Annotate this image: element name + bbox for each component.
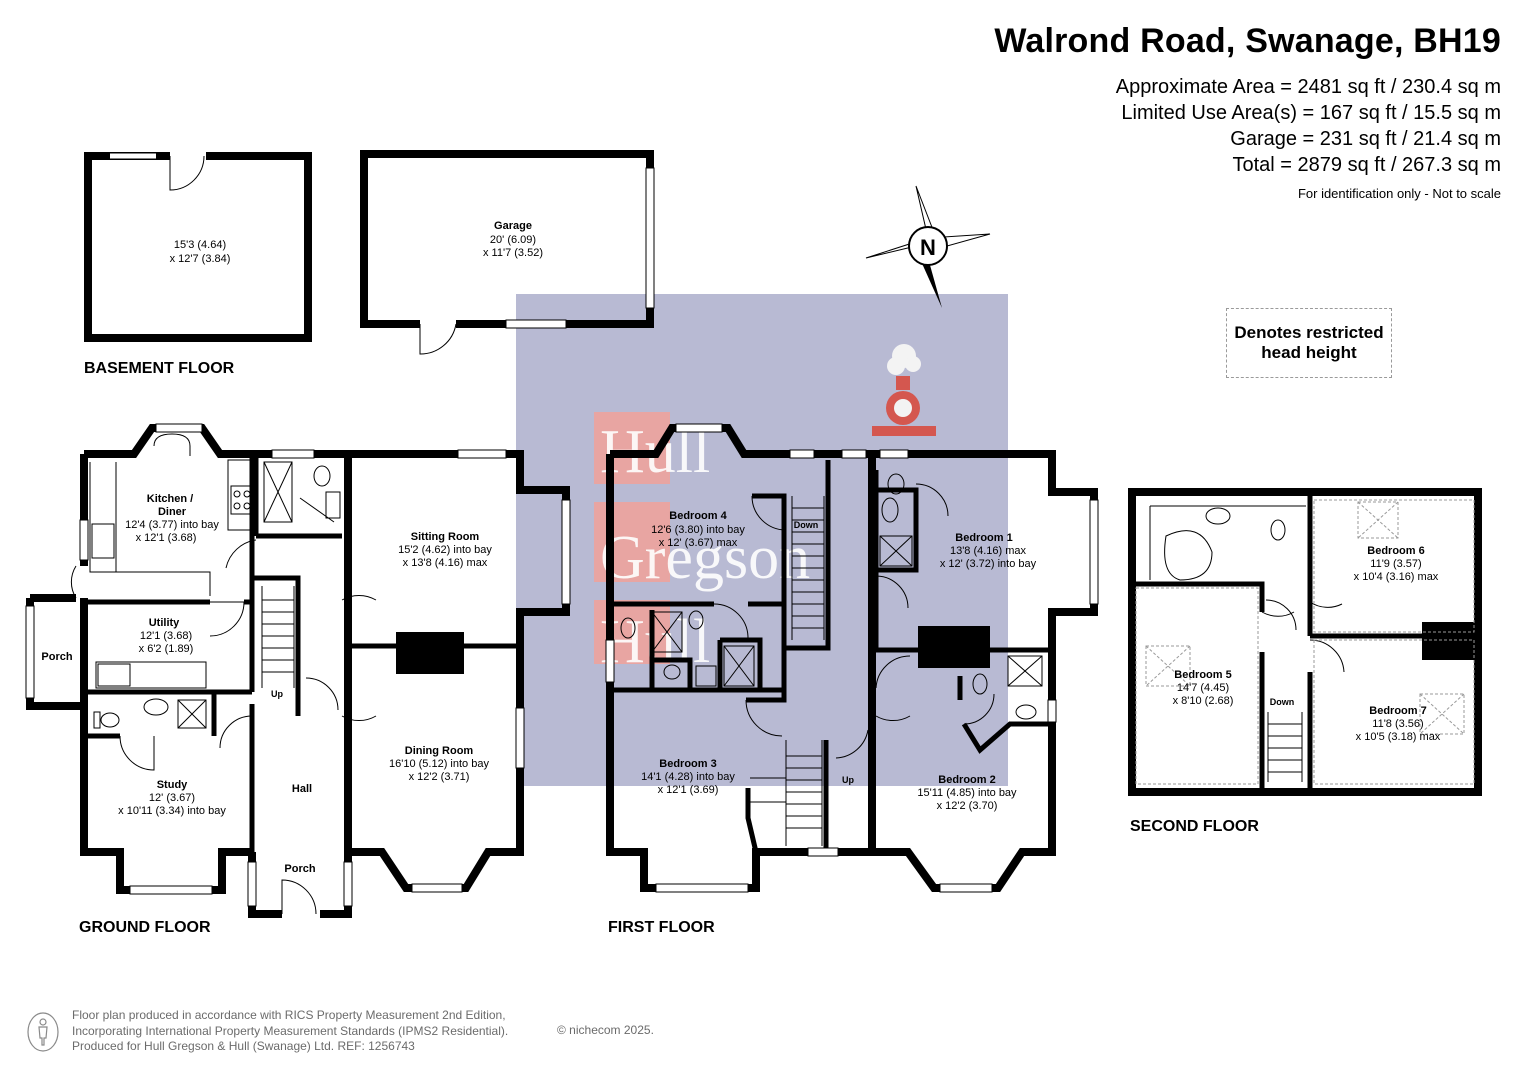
page-title: Walrond Road, Swanage, BH19 (994, 22, 1501, 60)
front-porch-label: Porch (284, 863, 315, 875)
person-icon (26, 1012, 60, 1057)
bedroom7-name: Bedroom 7 (1369, 705, 1426, 717)
garage-dim1: 20' (6.09) (490, 234, 536, 246)
ground-stairs-up: Up (271, 689, 283, 699)
first-stairs-down: Down (794, 520, 819, 530)
kitchen-fixtures (89, 433, 341, 729)
footer-line1: Floor plan produced in accordance with R… (72, 1008, 506, 1022)
bedroom7-dim1: 11'8 (3.56) (1372, 718, 1423, 730)
first-windows (605, 423, 1099, 893)
kitchen-name2: Diner (158, 506, 187, 518)
bedroom3-dim2: x 12'1 (3.69) (658, 784, 719, 796)
total-area: Total = 2879 sq ft / 267.3 sq m (1232, 154, 1502, 176)
study-name: Study (157, 779, 188, 791)
second-chimney (1422, 622, 1476, 660)
first-floor-fixtures (620, 473, 1043, 846)
first-doors (713, 483, 995, 759)
identification-note: For identification only - Not to scale (1297, 186, 1501, 201)
watermark-word-2: Gregson (600, 524, 810, 592)
sitting-room-name: Sitting Room (411, 531, 480, 543)
watermark-word-3: Hull (600, 608, 710, 676)
ground-windows (25, 423, 571, 907)
copyright: © nichecom 2025. (557, 1023, 654, 1037)
second-floor-fixtures (1149, 505, 1345, 782)
utility-dim2: x 6'2 (1.89) (139, 643, 194, 655)
first-chimney (918, 626, 990, 668)
ground-doors (70, 497, 377, 915)
bedroom6-dim2: x 10'4 (3.16) max (1354, 571, 1439, 583)
basement-floor-title: BASEMENT FLOOR (84, 360, 235, 377)
watermark: Hull Gregson Hull (516, 294, 1008, 786)
bedroom5-dim2: x 8'10 (2.68) (1173, 695, 1234, 707)
utility-name: Utility (149, 617, 180, 629)
hall-label: Hall (292, 783, 312, 795)
study-dim1: 12' (3.67) (149, 792, 195, 804)
train-logo-icon (872, 344, 936, 436)
bedroom4-name: Bedroom 4 (669, 510, 727, 522)
dining-room-name: Dining Room (405, 745, 474, 757)
bedroom2-dim2: x 12'2 (3.70) (937, 800, 998, 812)
kitchen-name1: Kitchen / (147, 493, 193, 505)
compass-north-label: N (920, 235, 936, 260)
limited-use-area: Limited Use Area(s) = 167 sq ft / 15.5 s… (1121, 102, 1501, 124)
garage-dim2: x 11'7 (3.52) (483, 247, 543, 259)
sitting-room-dim2: x 13'8 (4.16) max (403, 557, 488, 569)
dining-room-dim2: x 12'2 (3.71) (409, 771, 470, 783)
second-floor-walls (1128, 488, 1482, 796)
compass-icon: N (865, 185, 991, 308)
first-floor-title: FIRST FLOOR (608, 919, 715, 936)
bedroom6-name: Bedroom 6 (1367, 545, 1424, 557)
footer-line3: Produced for Hull Gregson & Hull (Swanag… (72, 1039, 415, 1053)
garage-name: Garage (494, 220, 532, 232)
bedroom6-dim1: 11'9 (3.57) (1370, 558, 1421, 570)
footer-line2: Incorporating International Property Mea… (72, 1023, 509, 1038)
sitting-room-dim1: 15'2 (4.62) into bay (398, 544, 492, 556)
kitchen-dim1: 12'4 (3.77) into bay (125, 519, 219, 531)
kitchen-dim2: x 12'1 (3.68) (136, 532, 197, 544)
bedroom7-dim2: x 10'5 (3.18) max (1356, 731, 1441, 743)
bedroom3-name: Bedroom 3 (659, 758, 716, 770)
approximate-area: Approximate Area = 2481 sq ft / 230.4 sq… (1115, 76, 1501, 98)
bedroom5-dim1: 14'7 (4.45) (1177, 682, 1229, 694)
first-stairs-up: Up (842, 775, 854, 785)
ground-floor-title: GROUND FLOOR (79, 919, 211, 936)
bedroom3-dim1: 14'1 (4.28) into bay (641, 771, 735, 783)
bedroom2-name: Bedroom 2 (938, 774, 995, 786)
basement-room-dim2: x 12'7 (3.84) (170, 253, 231, 265)
ground-chimney (396, 632, 464, 674)
bedroom5-name: Bedroom 5 (1174, 669, 1231, 681)
restricted-head-height-legend: Denotes restricted head height (1226, 308, 1392, 378)
restricted-head-height-hatching (1135, 499, 1475, 785)
bedroom2-dim1: 15'11 (4.85) into bay (917, 787, 1017, 799)
second-stairs-down: Down (1270, 697, 1295, 707)
bedroom1-dim1: 13'8 (4.16) max (950, 545, 1027, 557)
restricted-legend-text: Denotes restricted head height (1234, 323, 1384, 362)
basement-room-dim1: 15'3 (4.64) (174, 239, 226, 251)
side-porch-label: Porch (41, 651, 72, 663)
study-dim2: x 10'11 (3.34) into bay (118, 805, 226, 817)
footer: Floor plan produced in accordance with R… (72, 1008, 508, 1055)
bedroom4-dim1: 12'6 (3.80) into bay (651, 524, 745, 536)
bedroom1-name: Bedroom 1 (955, 532, 1012, 544)
garage-area: Garage = 231 sq ft / 21.4 sq m (1230, 128, 1501, 150)
bedroom1-dim2: x 12' (3.72) into bay (940, 558, 1037, 570)
bedroom4-dim2: x 12' (3.67) max (659, 537, 738, 549)
utility-dim1: 12'1 (3.68) (140, 630, 192, 642)
dining-room-dim1: 16'10 (5.12) into bay (389, 758, 489, 770)
second-floor-title: SECOND FLOOR (1130, 818, 1259, 835)
